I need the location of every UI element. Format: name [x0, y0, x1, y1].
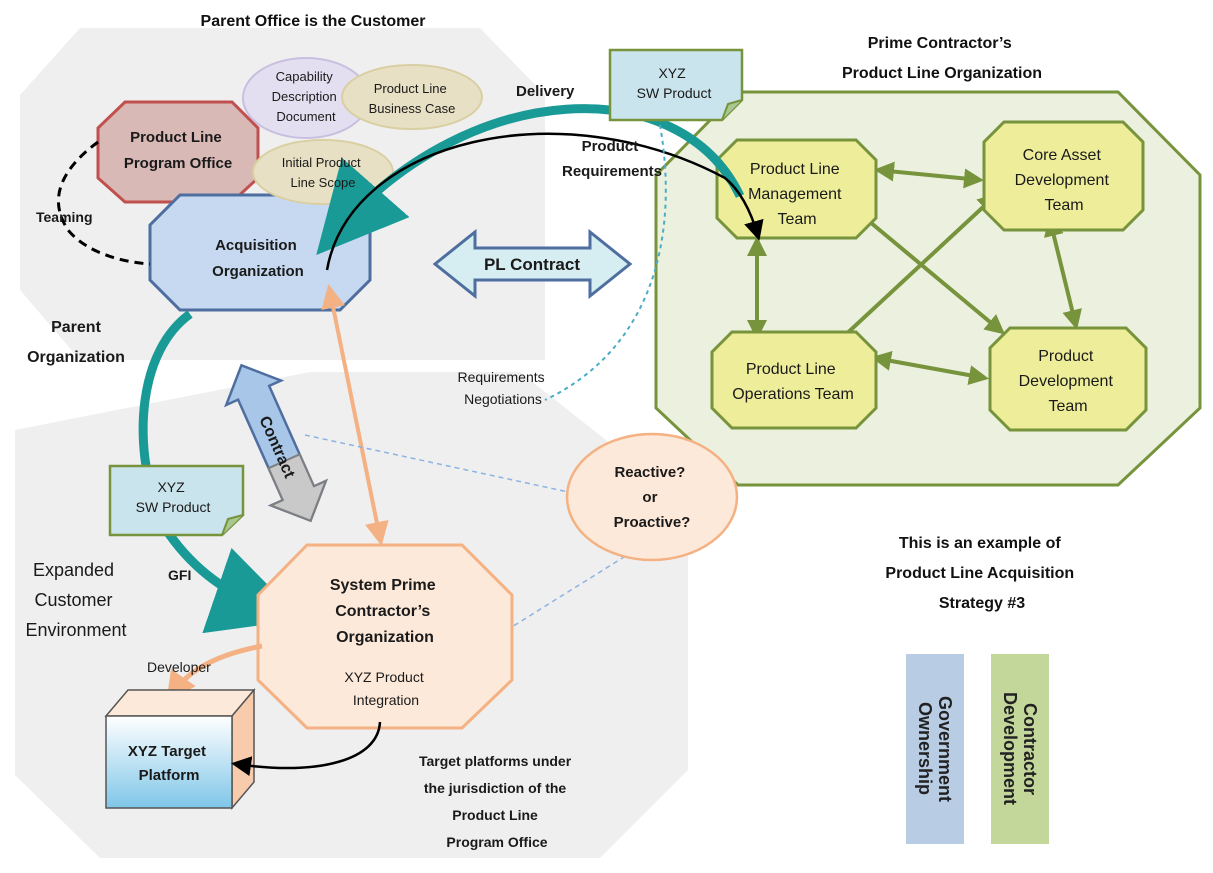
delivery-arrow	[316, 104, 745, 256]
pl-management-team	[715, 138, 878, 240]
target-platform-label: XYZ Target Platform	[128, 743, 210, 784]
integration-arrow	[231, 721, 382, 777]
gfi-label: GFI	[168, 567, 191, 583]
strategy-note: This is an example of Product Line Acqui…	[885, 535, 1078, 612]
parent-label-line1: Parent	[51, 319, 101, 336]
system-prime-sublabel: XYZ Product Integration	[344, 669, 427, 708]
pl-contract-arrow	[432, 228, 633, 300]
business-case-label: Product Line Business Case	[369, 81, 456, 116]
expanded-environment-label: Expanded Customer Environment	[25, 560, 126, 640]
reactive-proactive	[565, 432, 739, 562]
acquisition-organization-label: Acquisition Organization	[212, 237, 304, 280]
parent-label-line2: Organization	[27, 349, 125, 366]
delivery-label: Delivery	[516, 83, 575, 100]
sw-product-left-doc	[108, 464, 245, 537]
sw-product-top-label: XYZ SW Product	[637, 65, 712, 101]
target-platforms-note: Target platforms under the jurisdiction …	[419, 753, 575, 850]
requirements-arrow	[325, 132, 764, 271]
pl-program-office-label: Product Line Program Office	[124, 129, 232, 172]
core-asset-development-team	[982, 120, 1145, 232]
contractor-title: Prime Contractor’s Product Line Organiza…	[842, 35, 1042, 82]
pl-contract-label: PL Contract	[484, 255, 580, 274]
teaming-label: Teaming	[36, 209, 93, 225]
legend-government-text: Government Ownership	[915, 695, 955, 803]
customer-title: Parent Office is the Customer	[201, 13, 426, 30]
capability-document-label: Capability Description Document	[272, 69, 341, 124]
pl-management-label: Product Line Management Team	[748, 161, 846, 228]
sw-product-left-label: XYZ SW Product	[136, 479, 211, 515]
reactive-label: Reactive? or Proactive?	[614, 464, 691, 531]
pl-operations-label: Product Line Operations Team	[732, 361, 854, 403]
product-requirements-label: Product Requirements	[562, 138, 662, 180]
initial-scope-label: Initial Product Line Scope	[282, 155, 364, 190]
target-platform	[104, 687, 256, 811]
requirements-negotiations-label: Requirements Negotiations	[457, 369, 548, 407]
teaming-link	[57, 140, 151, 266]
sw-product-top-doc	[608, 48, 744, 122]
core-asset-label: Core Asset Development Team	[1015, 147, 1114, 214]
pl-operations-team	[710, 330, 878, 430]
oversight-arrow	[321, 284, 389, 546]
contract-arrow	[223, 363, 329, 523]
business-case	[341, 64, 483, 130]
developer-arrow	[166, 643, 263, 703]
pl-program-office	[96, 100, 260, 204]
team-arrows	[747, 161, 1082, 385]
system-prime-organization	[256, 543, 514, 730]
product-development-label: Product Development Team	[1019, 348, 1118, 415]
reactive-link-1	[304, 434, 597, 499]
legend-contractor-text: Contractor Development	[1000, 692, 1040, 806]
system-prime-label: System Prime Contractor’s Organization	[330, 577, 440, 646]
legend-government: Government Ownership	[906, 654, 964, 844]
developer-label: Developer	[147, 659, 211, 675]
legend-contractor: Contractor Development	[991, 654, 1049, 844]
product-development-team	[988, 326, 1148, 432]
